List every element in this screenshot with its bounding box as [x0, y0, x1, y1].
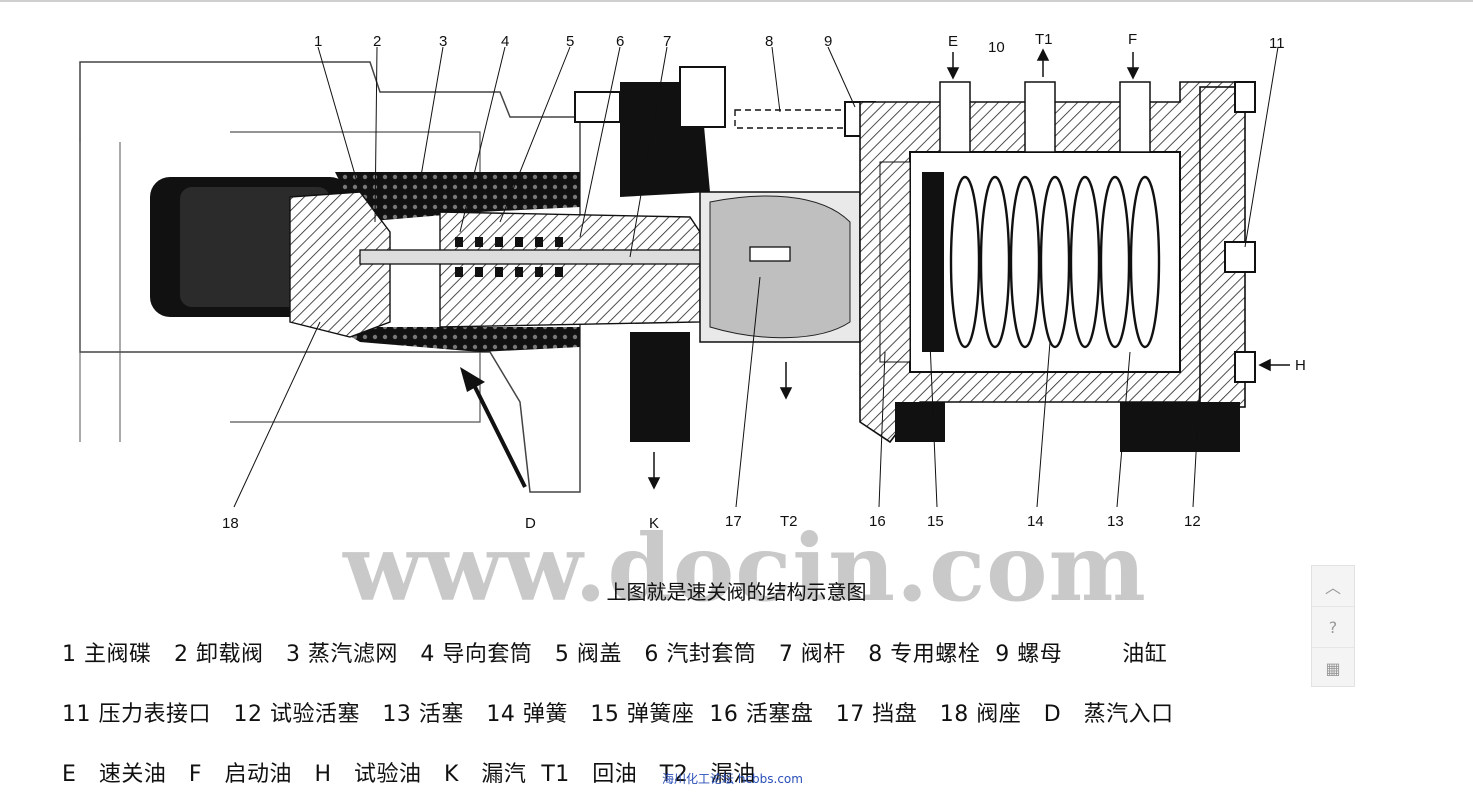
label-3: 3	[439, 33, 447, 50]
label-18: 18	[222, 515, 239, 532]
label-5: 5	[566, 33, 574, 50]
label-2: 2	[373, 33, 381, 50]
label-t1: T1	[1035, 31, 1053, 48]
watermark: www.docin.com	[343, 514, 1147, 622]
label-4: 4	[501, 33, 509, 50]
help-icon[interactable]: ?	[1312, 606, 1354, 647]
label-8: 8	[765, 33, 773, 50]
label-17: 17	[725, 513, 742, 530]
legend-line-1: 1 主阀碟 2 卸载阀 3 蒸汽滤网 4 导向套筒 5 阀盖 6 汽封套筒 7 …	[62, 642, 1168, 667]
side-toolbar: ︿ ? ▦	[1311, 565, 1355, 687]
label-9: 9	[824, 33, 832, 50]
qr-code-icon[interactable]: ▦	[1312, 647, 1354, 688]
label-d: D	[525, 515, 536, 532]
legend-line-2: 11 压力表接口 12 试验活塞 13 活塞 14 弹簧 15 弹簧座 16 活…	[62, 702, 1174, 727]
label-14: 14	[1027, 513, 1044, 530]
legend-line-3: E 速关油 F 启动油 H 试验油 K 漏汽 T1 回油 T2 漏油	[62, 762, 756, 787]
label-t2: T2	[780, 513, 798, 530]
figure-caption: 上图就是速关阀的结构示意图	[606, 580, 867, 604]
label-h: H	[1295, 357, 1306, 374]
label-6: 6	[616, 33, 624, 50]
label-15: 15	[927, 513, 944, 530]
label-11: 11	[1269, 35, 1285, 52]
top-border	[0, 0, 1473, 2]
chevron-up-icon[interactable]: ︿	[1324, 578, 1341, 597]
label-7: 7	[663, 33, 671, 50]
label-16: 16	[869, 513, 886, 530]
label-13: 13	[1107, 513, 1124, 530]
label-k: K	[649, 515, 659, 532]
label-12: 12	[1184, 513, 1201, 530]
site-watermark: 海川化工论坛 hcbbs.com	[662, 772, 803, 786]
label-f: F	[1128, 31, 1137, 48]
label-10: 10	[988, 39, 1005, 56]
valve-diagram: 1 2 3 4 5 6 7 8 9 E 10 T1 F 11 H 18 D K …	[79, 31, 1306, 532]
label-1: 1	[314, 33, 322, 50]
label-e: E	[948, 33, 958, 50]
